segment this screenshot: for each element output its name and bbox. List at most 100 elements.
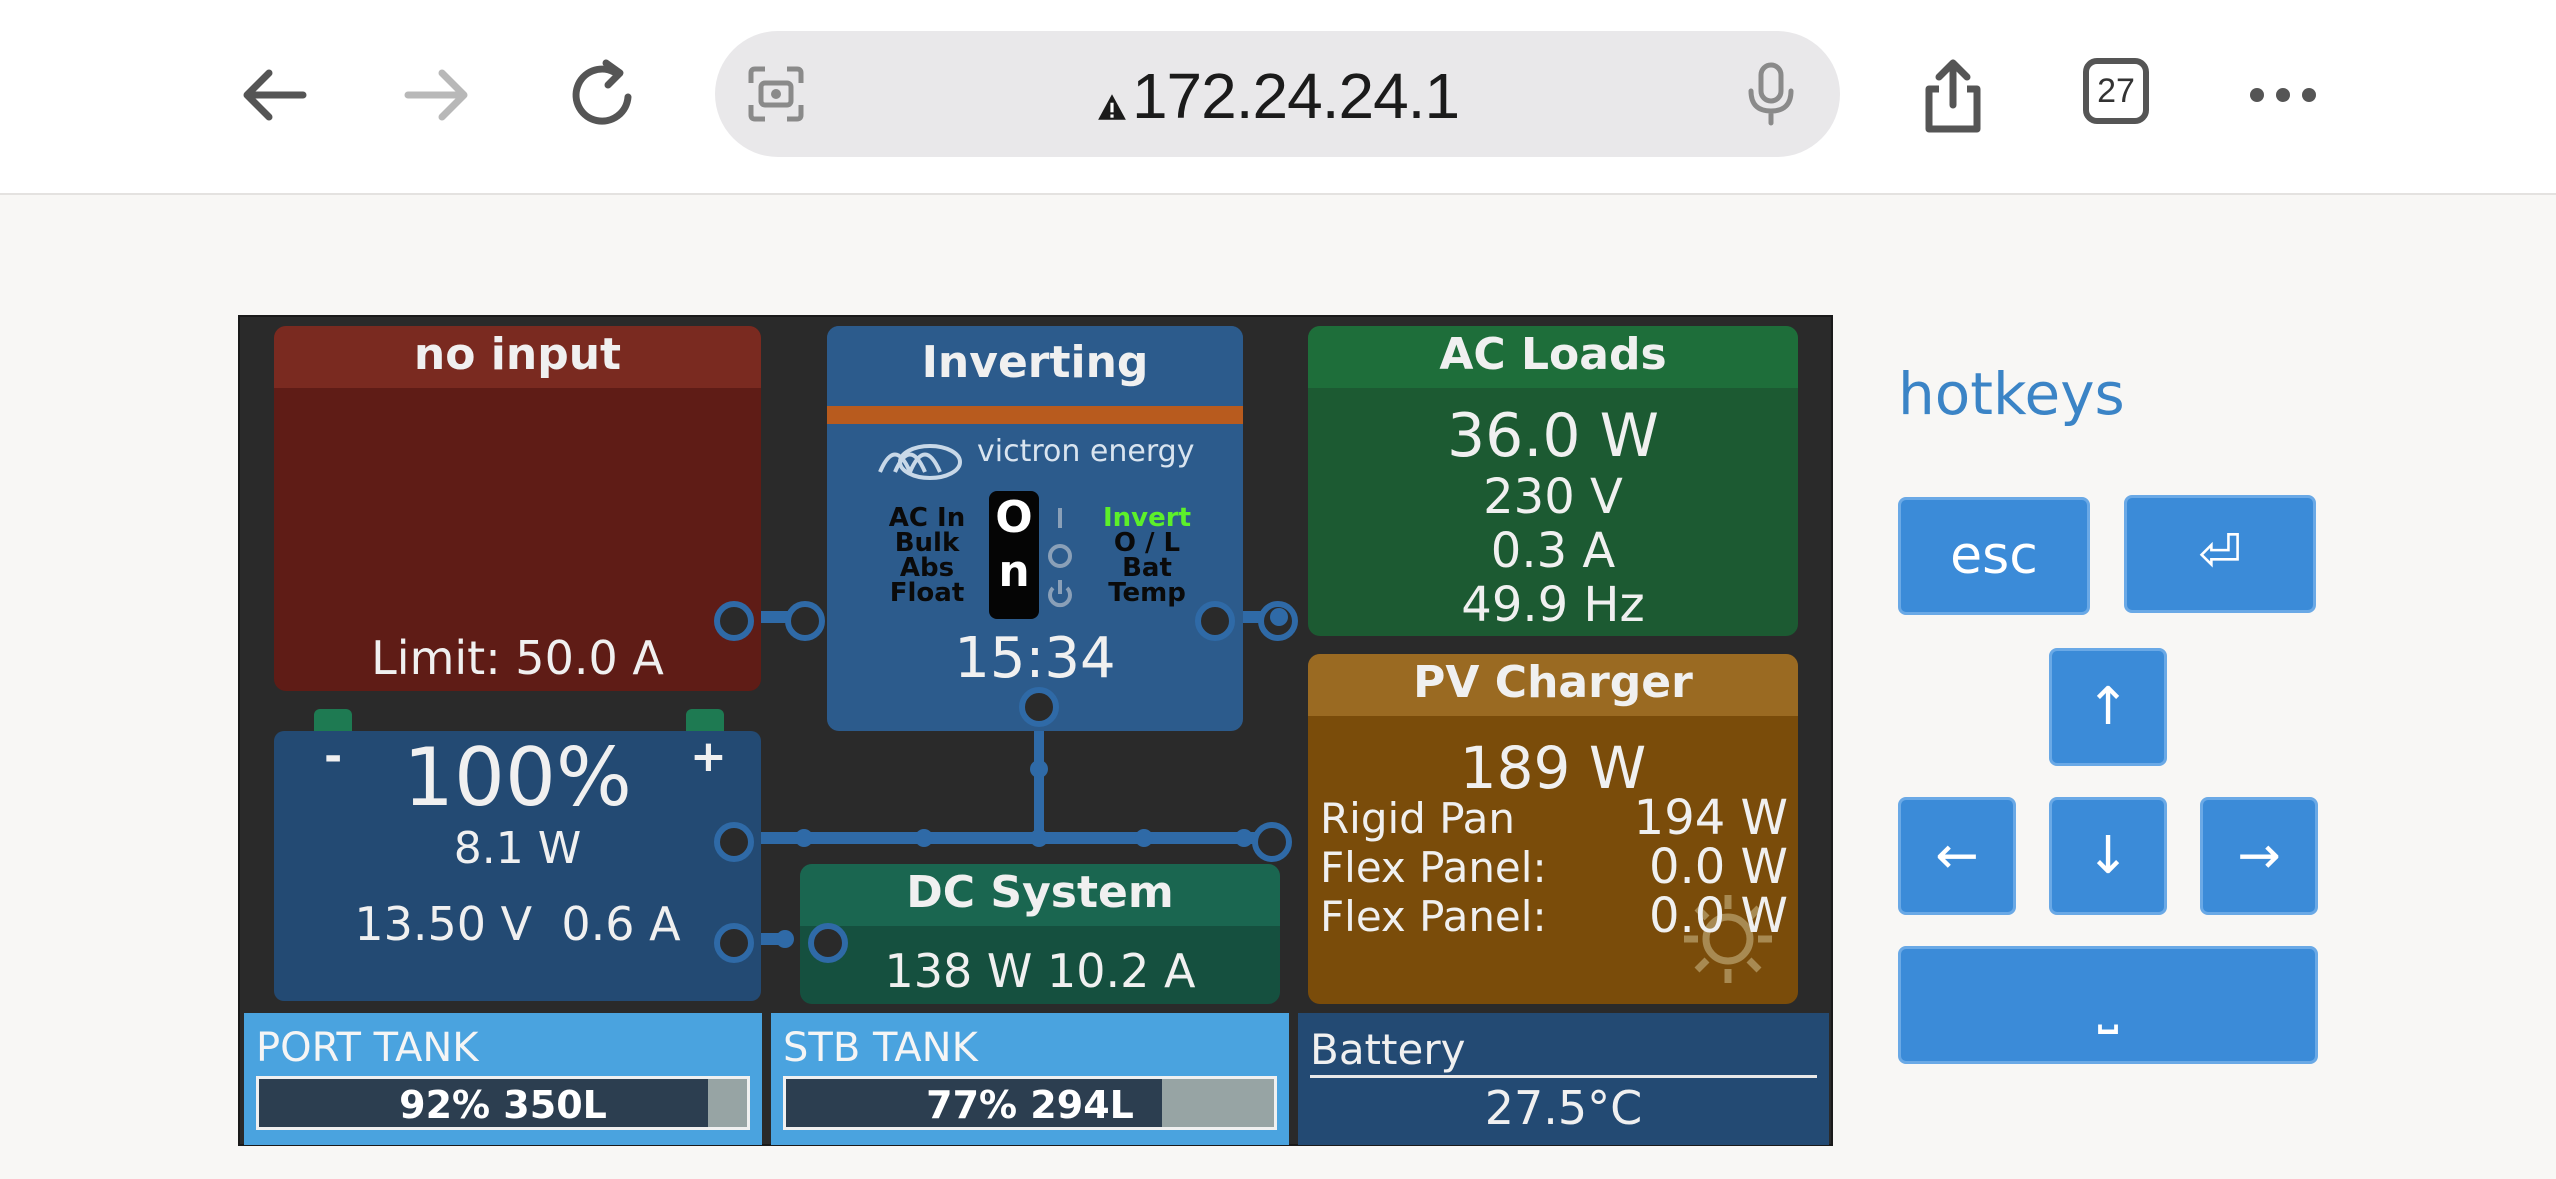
port-tank-box[interactable]: PORT TANK 92% 350L [244, 1013, 762, 1145]
ac-loads-box[interactable]: AC Loads 36.0 W 230 V 0.3 A 49.9 Hz [1308, 326, 1798, 636]
dc-bus-horizontal [730, 832, 1266, 844]
pv-tracker-value: 0.0 W [1648, 888, 1788, 944]
ac-loads-current: 0.3 A [1490, 523, 1616, 579]
state-float: Float [889, 578, 965, 608]
connector-node [1252, 822, 1292, 862]
enter-key[interactable]: ⏎ [2124, 495, 2316, 613]
inverter-switch[interactable]: O n [989, 491, 1039, 619]
switch-position-icons [1045, 504, 1075, 614]
battery-box[interactable]: - + 100% 8.1 W 13.50 V 0.6 A [274, 731, 761, 1001]
ac-loads-frequency: 49.9 Hz [1461, 577, 1645, 633]
inverter-brand: victron energy [977, 434, 1195, 469]
flow-dot [1030, 829, 1048, 847]
back-arrow-icon [243, 69, 307, 121]
down-arrow-key[interactable]: ↓ [2049, 797, 2167, 915]
url-text: 172.24.24.1 [715, 59, 1840, 138]
battery-minus: - [324, 731, 343, 782]
page-scan-icon[interactable] [745, 63, 807, 125]
ac-loads-title: AC Loads [1308, 326, 1798, 388]
forward-button[interactable] [393, 50, 483, 140]
stb-tank-value: 77% 294L [926, 1083, 1134, 1127]
battery-soc: 100% [403, 731, 632, 824]
temperature-value: 27.5°C [1484, 1081, 1643, 1135]
hotkeys-title: hotkeys [1898, 360, 2125, 428]
connector-node [714, 822, 754, 862]
connector-node [1019, 687, 1059, 727]
victron-overview-panel[interactable]: no input Limit: 50.0 A Inverting victron… [238, 315, 1833, 1146]
warning-icon [1096, 64, 1128, 138]
connector-node [714, 601, 754, 641]
right-arrow-key[interactable]: → [2200, 797, 2318, 915]
url-value: 172.24.24.1 [1131, 60, 1460, 132]
esc-key[interactable]: esc [1898, 497, 2090, 615]
inverter-stripe [827, 406, 1243, 424]
stb-tank-label: STB TANK [783, 1025, 978, 1071]
battery-voltage-current: 13.50 V 0.6 A [354, 897, 681, 951]
stb-tank-level-bar: 77% 294L [783, 1076, 1277, 1130]
inverter-box[interactable]: Inverting victron energy AC In Bulk Abs … [827, 326, 1243, 731]
state-ac-in: AC In [888, 503, 966, 533]
pv-tracker-values: 194 W 0.0 W 0.0 W [1558, 794, 1788, 941]
dc-system-title: DC System [800, 864, 1280, 926]
space-key[interactable]: ⎵ [1898, 946, 2318, 1064]
stb-tank-level-fill [786, 1079, 1162, 1127]
pv-charger-power: 189 W [1459, 734, 1647, 802]
port-tank-label: PORT TANK [256, 1025, 479, 1071]
switch-label-o: O [995, 492, 1033, 543]
pv-charger-box[interactable]: PV Charger 189 W Rigid Pan Flex Panel: F… [1308, 654, 1798, 1004]
stb-tank-box[interactable]: STB TANK 77% 294L [771, 1013, 1289, 1145]
flow-dot [1135, 829, 1153, 847]
inverter-title: Inverting [827, 326, 1243, 406]
forward-arrow-icon [404, 69, 468, 121]
address-bar[interactable]: 172.24.24.1 [715, 31, 1840, 157]
battery-terminal-positive [686, 709, 724, 731]
state-invert: Invert [1102, 503, 1192, 533]
connector-node [714, 923, 754, 963]
reload-button[interactable] [557, 50, 647, 140]
browser-toolbar: 172.24.24.1 27 [0, 0, 2556, 195]
microphone-icon[interactable] [1743, 61, 1799, 127]
share-button[interactable] [1908, 50, 1998, 140]
pv-tracker-name: Flex Panel: [1320, 892, 1547, 941]
inverter-left-states: AC In Bulk Abs Float [867, 503, 987, 608]
dc-system-box[interactable]: DC System 138 W 10.2 A [800, 864, 1280, 1004]
temperature-divider [1310, 1075, 1817, 1078]
left-arrow-key[interactable]: ← [1898, 797, 2016, 915]
connector-node [808, 923, 848, 963]
flow-dot [1270, 608, 1288, 626]
pv-tracker-name: Rigid Pan [1320, 794, 1515, 843]
ac-input-box[interactable]: no input Limit: 50.0 A [274, 326, 761, 691]
connector-node [1195, 601, 1235, 641]
up-arrow-key[interactable]: ↑ [2049, 648, 2167, 766]
ac-loads-voltage: 230 V [1483, 469, 1623, 525]
pv-tracker-name: Flex Panel: [1320, 843, 1547, 892]
ac-input-limit: Limit: 50.0 A [371, 631, 664, 685]
dc-system-value: 138 W 10.2 A [884, 944, 1196, 998]
flow-dot [795, 829, 813, 847]
flow-dot [1030, 760, 1048, 778]
more-menu-button[interactable] [2238, 50, 2328, 140]
ac-input-title: no input [274, 326, 761, 388]
inverter-time: 15:34 [954, 626, 1116, 691]
state-temp: Temp [1108, 578, 1186, 608]
ac-loads-power: 36.0 W [1447, 401, 1659, 471]
flow-dot [915, 829, 933, 847]
back-button[interactable] [228, 50, 318, 140]
pv-tracker-value: 194 W [1633, 790, 1788, 846]
inverter-right-states: Invert O / L Bat Temp [1077, 503, 1217, 608]
port-tank-value: 92% 350L [399, 1083, 607, 1127]
sun-icon [1678, 889, 1778, 989]
battery-power: 8.1 W [453, 823, 582, 874]
pv-tracker-value: 0.0 W [1648, 839, 1788, 895]
temperature-label: Battery [1310, 1025, 1466, 1074]
pv-tracker-names: Rigid Pan Flex Panel: Flex Panel: [1320, 794, 1555, 941]
battery-temperature-box[interactable]: Battery 27.5°C [1298, 1013, 1829, 1145]
pv-charger-title: PV Charger [1308, 654, 1798, 716]
state-bat: Bat [1122, 553, 1172, 583]
battery-plus: + [690, 731, 727, 782]
battery-terminal-negative [314, 709, 352, 731]
share-icon [1925, 59, 1981, 133]
tab-count-button[interactable]: 27 [2083, 58, 2149, 124]
state-bulk: Bulk [894, 528, 960, 558]
victron-logo-icon [875, 432, 975, 482]
